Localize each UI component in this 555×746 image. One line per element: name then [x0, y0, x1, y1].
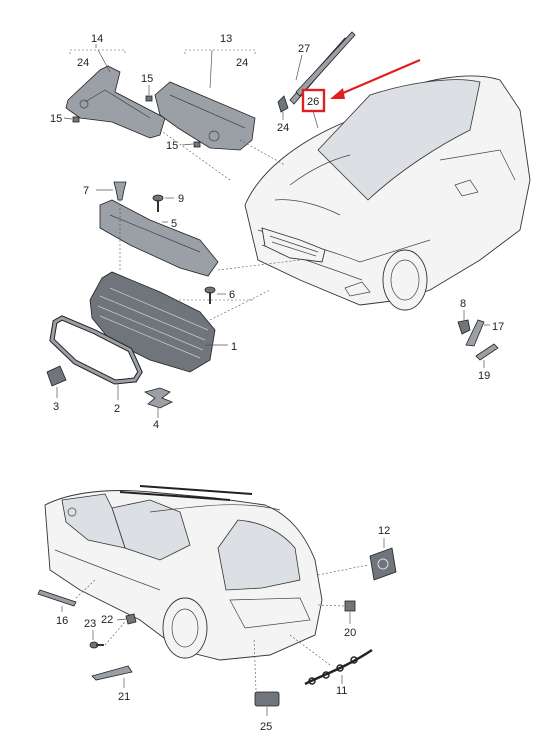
- windshield-trim-strips: [277, 31, 356, 113]
- callout-15c: 15: [166, 140, 178, 152]
- callout-8: 8: [460, 298, 466, 310]
- cover-cap-3: [46, 365, 67, 387]
- callout-27: 27: [298, 43, 310, 55]
- callout-4: 4: [153, 419, 159, 431]
- trim-16: [37, 589, 77, 607]
- badge-20: [344, 600, 356, 612]
- callout-3: 3: [53, 401, 59, 413]
- emblem-4: [143, 387, 173, 409]
- clip-8: [457, 319, 471, 335]
- trim-17: [465, 319, 485, 347]
- callout-6: 6: [229, 289, 235, 301]
- trim-19: [475, 343, 499, 361]
- callout-22: 22: [101, 614, 113, 626]
- callout-1: 1: [231, 341, 237, 353]
- clip-7: [113, 181, 127, 201]
- grille-frame-2: [49, 315, 143, 385]
- callout-12: 12: [378, 525, 390, 537]
- callout-11: 11: [336, 685, 347, 697]
- clip-15b: [72, 116, 80, 123]
- clip-15c: [193, 141, 201, 148]
- callout-26: 26: [307, 96, 319, 108]
- callout-15b: 15: [50, 113, 62, 125]
- badge-21: [91, 665, 133, 681]
- screw-6: [204, 286, 216, 304]
- callout-24c: 24: [277, 122, 289, 134]
- callout-13: 13: [220, 33, 232, 45]
- lettering-11: [304, 648, 373, 686]
- callout-17: 17: [492, 321, 504, 333]
- cowl-panel-right: [154, 81, 256, 151]
- callout-24a: 24: [77, 57, 89, 69]
- clip-15a: [145, 95, 153, 102]
- grille-bracket-5: [99, 199, 219, 277]
- callout-9: 9: [178, 193, 184, 205]
- callout-2: 2: [114, 403, 120, 415]
- callout-21: 21: [118, 691, 130, 703]
- badge-25: [254, 691, 280, 707]
- grille-1: [89, 271, 216, 373]
- callout-19: 19: [478, 370, 490, 382]
- rear-emblem-12: [369, 547, 397, 581]
- cowl-panel-left: [65, 65, 166, 139]
- callout-14: 14: [91, 33, 103, 45]
- callout-5: 5: [171, 218, 177, 230]
- clip-22: [125, 613, 137, 625]
- callout-15a: 15: [141, 73, 153, 85]
- callout-23: 23: [84, 618, 96, 630]
- front-car-outline: [244, 75, 531, 311]
- screw-9: [152, 194, 164, 212]
- callout-16: 16: [56, 615, 68, 627]
- callout-7: 7: [83, 185, 89, 197]
- callout-20: 20: [344, 627, 356, 639]
- rear-car-outline: [44, 490, 323, 661]
- screw-23: [89, 641, 104, 649]
- callout-25: 25: [260, 721, 272, 733]
- highlight-26: 26: [301, 58, 421, 129]
- callout-24b: 24: [236, 57, 248, 69]
